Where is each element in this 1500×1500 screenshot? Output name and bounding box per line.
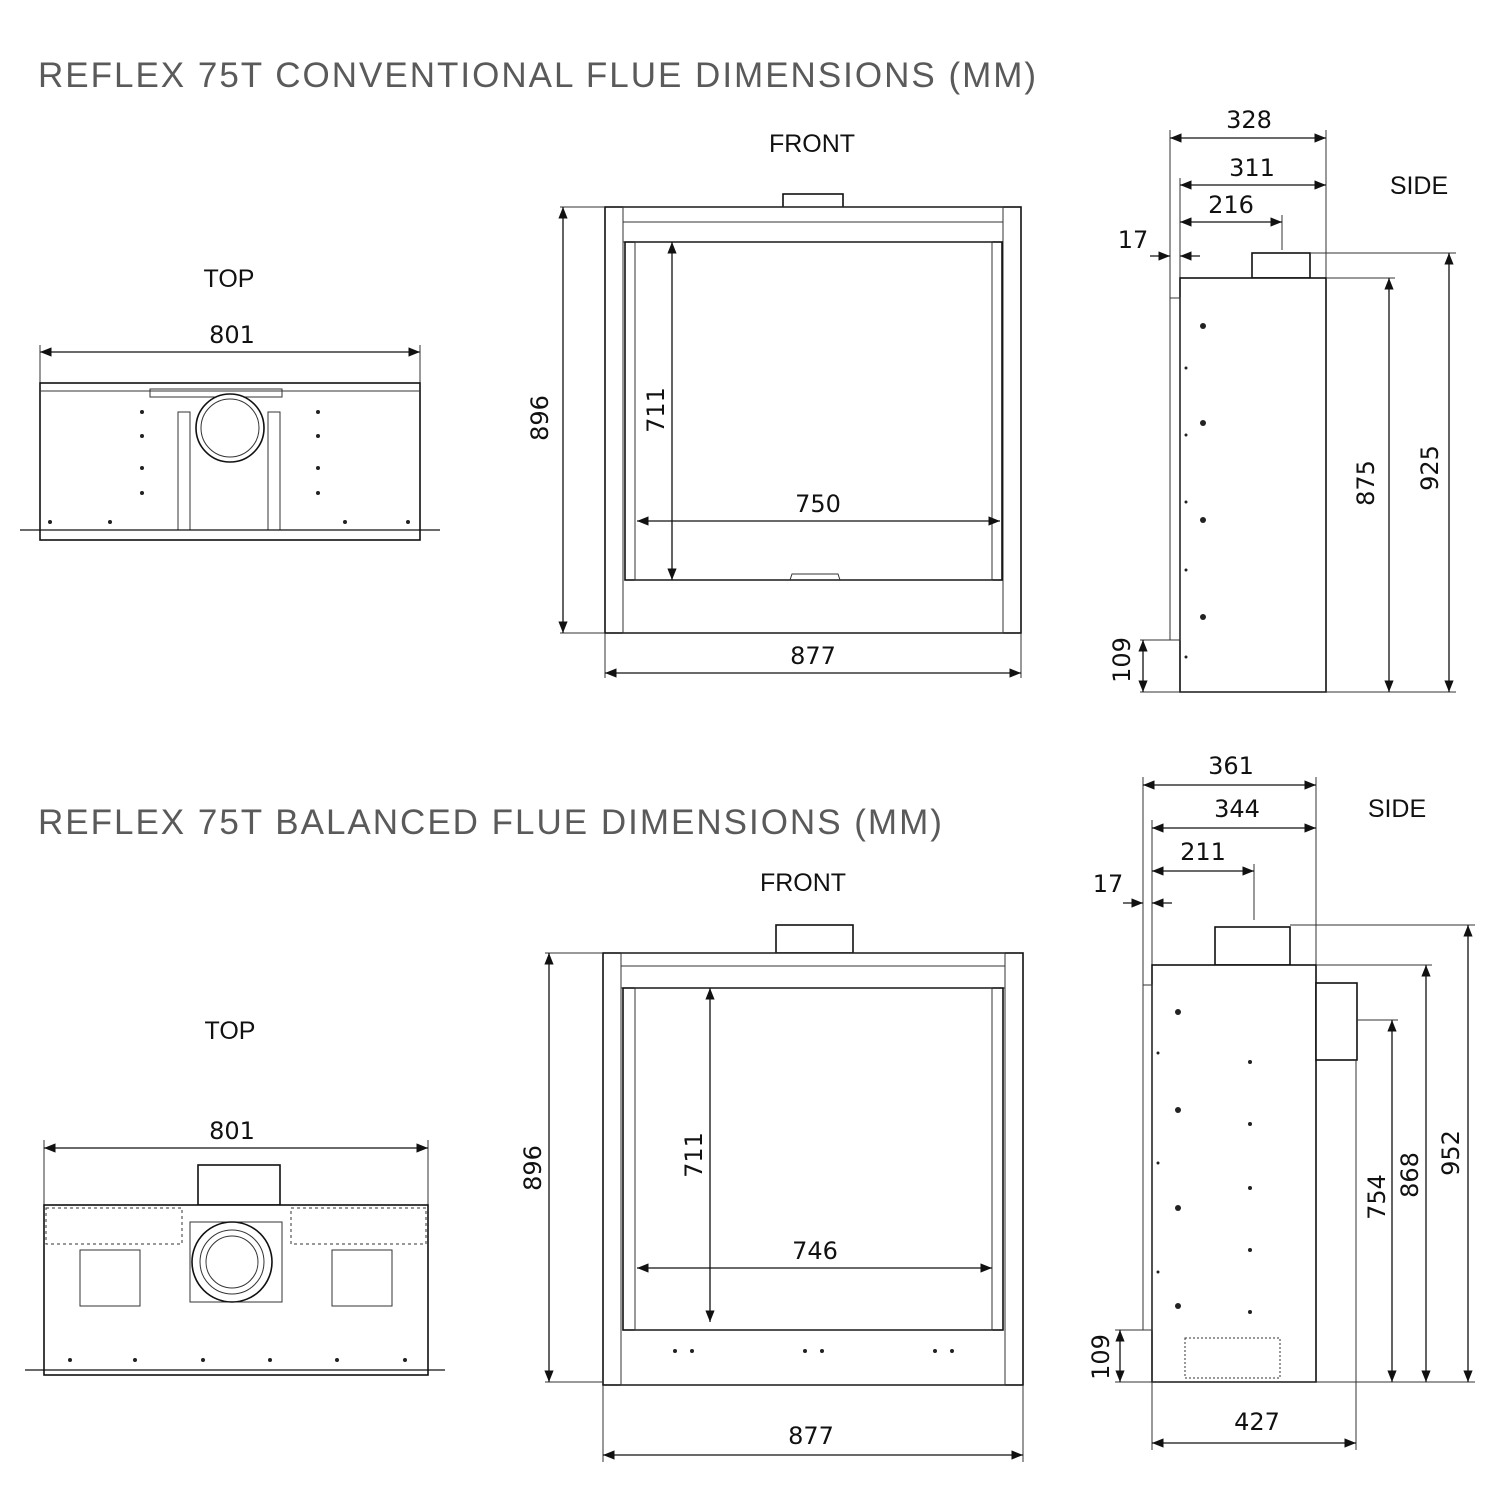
opening-height-label: 711 xyxy=(680,1132,708,1178)
side-base-height-label: 109 xyxy=(1108,637,1136,683)
flue-offset-label: 211 xyxy=(1180,838,1226,866)
side-depth-total-label: 328 xyxy=(1226,106,1272,134)
rear-spigot-height-label: 754 xyxy=(1363,1174,1391,1220)
front-panel-label: 17 xyxy=(1118,226,1149,254)
opening-height-label: 711 xyxy=(642,387,670,433)
conventional-front-view: FRONT 896 711 750 877 xyxy=(526,130,1022,678)
opening-width-label: 750 xyxy=(795,490,841,518)
side-label: SIDE xyxy=(1390,172,1448,200)
balanced-front-view: FRONT 896 711 746 877 xyxy=(519,869,1024,1462)
front-width-label: 877 xyxy=(790,642,836,670)
front-width-label: 877 xyxy=(788,1422,834,1450)
side-depth-body-label: 344 xyxy=(1214,795,1260,823)
opening-width-label: 746 xyxy=(792,1237,838,1265)
front-height-label: 896 xyxy=(519,1145,547,1191)
conventional-top-view: TOP 801 xyxy=(20,265,440,541)
side-depth-body-label: 311 xyxy=(1229,154,1275,182)
side-body-height-label: 868 xyxy=(1396,1152,1424,1198)
balanced-side-view: SIDE 361 344 211 17 754 868 952 109 427 xyxy=(1087,752,1475,1450)
side-body-height-label: 875 xyxy=(1352,460,1380,506)
conventional-side-view: SIDE 328 311 216 17 875 925 109 xyxy=(1108,106,1456,693)
flue-outlet-icon xyxy=(195,393,265,463)
top-label: TOP xyxy=(205,1017,256,1045)
front-label: FRONT xyxy=(760,869,846,897)
top-label: TOP xyxy=(204,265,255,293)
side-total-height-label: 925 xyxy=(1416,445,1444,491)
side-base-height-label: 109 xyxy=(1087,1334,1115,1380)
front-height-label: 896 xyxy=(526,395,554,441)
balanced-top-view: TOP 801 xyxy=(25,1017,445,1376)
front-panel-label: 17 xyxy=(1093,870,1124,898)
flue-outlet-icon xyxy=(191,1221,273,1303)
balanced-title: REFLEX 75T BALANCED FLUE DIMENSIONS (MM) xyxy=(38,803,944,842)
top-width-label: 801 xyxy=(209,1117,255,1145)
conventional-title: REFLEX 75T CONVENTIONAL FLUE DIMENSIONS … xyxy=(38,56,1038,95)
front-label: FRONT xyxy=(769,130,855,158)
side-depth-total-label: 361 xyxy=(1208,752,1254,780)
top-width-label: 801 xyxy=(209,321,255,349)
side-label: SIDE xyxy=(1368,795,1426,823)
side-total-height-label: 952 xyxy=(1437,1130,1465,1176)
flue-offset-label: 216 xyxy=(1208,191,1254,219)
side-depth-with-spigot-label: 427 xyxy=(1234,1408,1280,1436)
